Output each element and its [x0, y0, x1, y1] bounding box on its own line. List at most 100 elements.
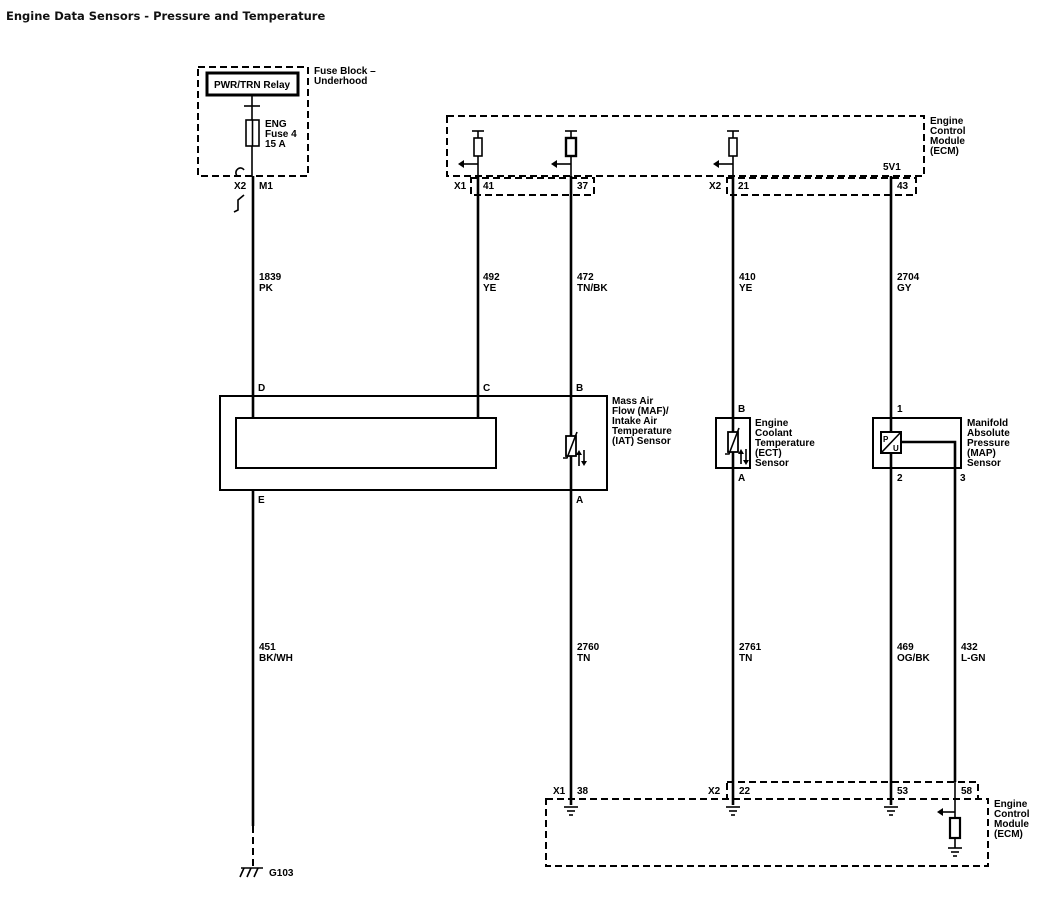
- wires: [251, 176, 957, 826]
- ground-icon: [884, 806, 898, 816]
- wire-number: 472: [577, 272, 594, 283]
- sensor-label: Manifold: [967, 418, 1008, 429]
- page-title: Engine Data Sensors - Pressure and Tempe…: [6, 9, 326, 23]
- relay-label: PWR/TRN Relay: [214, 80, 291, 91]
- maf-iat-sensor: D C B E A Mass Air Flow (MAF)/ Intake Ai…: [219, 383, 672, 506]
- pin-label: M1: [259, 181, 273, 192]
- pulldown-resistor-icon: [937, 782, 962, 857]
- pin-label: C: [483, 383, 490, 394]
- wire-color: YE: [483, 283, 497, 294]
- ground-label: G103: [269, 868, 294, 879]
- ground-icon: [726, 806, 740, 816]
- sensor-label: Mass Air: [612, 396, 653, 407]
- chassis-ground-icon: [239, 867, 263, 878]
- connector-label: X1: [553, 786, 566, 797]
- wire-number: 432: [961, 642, 978, 653]
- pin-label: D: [258, 383, 265, 394]
- connector-label: X2: [708, 786, 721, 797]
- sensor-label: Sensor: [967, 458, 1001, 469]
- pin-label: 58: [961, 786, 973, 797]
- ecm-label: Module: [994, 819, 1029, 830]
- fuse-block-underhood: Fuse Block – Underhood PWR/TRN Relay ENG…: [197, 66, 376, 213]
- wire-number: 2704: [897, 272, 920, 283]
- fuse-label: 15 A: [265, 139, 286, 150]
- connector-label: X1: [454, 181, 467, 192]
- fuse-label: Fuse 4: [265, 129, 297, 140]
- sensor-label: Sensor: [755, 458, 789, 469]
- ecm-label: Control: [930, 126, 966, 137]
- wire-color: PK: [259, 283, 274, 294]
- ect-sensor: B A Engine Coolant Temperature (ECT) Sen…: [715, 404, 815, 484]
- connector-label: X2: [709, 181, 722, 192]
- wire-color: GY: [897, 283, 912, 294]
- sensor-label: (MAP): [967, 448, 996, 459]
- pin-label: A: [576, 495, 583, 506]
- wire-number: 1839: [259, 272, 282, 283]
- ecm-label: Engine: [994, 799, 1028, 810]
- wire-number: 2761: [739, 642, 762, 653]
- fuse-block-label: Underhood: [314, 76, 367, 87]
- pin-label: 37: [577, 181, 589, 192]
- thermistor-icon: [725, 427, 749, 465]
- wire-color: TN: [739, 653, 752, 664]
- sensor-label: Coolant: [755, 428, 793, 439]
- chassis-ground: G103: [239, 826, 294, 879]
- wire-number: 410: [739, 272, 756, 283]
- ecm-label: Module: [930, 136, 965, 147]
- wire-color: TN/BK: [577, 283, 608, 294]
- connector-break-icon: [233, 167, 245, 213]
- sensor-label: (IAT) Sensor: [612, 436, 671, 447]
- pin-label: 41: [483, 181, 495, 192]
- fuse-label: ENG: [265, 119, 287, 130]
- sensor-label: Temperature: [755, 438, 815, 449]
- pin-label: A: [738, 473, 745, 484]
- symbol-u: U: [893, 444, 899, 453]
- ecm-label: Engine: [930, 116, 964, 127]
- fuse-block-label: Fuse Block –: [314, 66, 376, 77]
- wire-color: TN: [577, 653, 590, 664]
- map-sensor: P U 1 2 3 Manifold Absolute Pressure (MA…: [872, 404, 1010, 484]
- ecm-top: Engine Control Module (ECM) X1 41 37 X2 …: [446, 115, 966, 196]
- wire-number: 451: [259, 642, 276, 653]
- pin-label: 43: [897, 181, 909, 192]
- wire-labels: 1839 PK 492 YE 472 TN/BK 410 YE 2704 GY …: [259, 272, 985, 664]
- sensor-label: Temperature: [612, 426, 672, 437]
- pullup-resistor-icon: [551, 130, 578, 176]
- thermistor-icon: [563, 431, 587, 466]
- ecm-label: (ECM): [994, 829, 1023, 840]
- pin-label: B: [738, 404, 745, 415]
- wire-number: 2760: [577, 642, 600, 653]
- pin-label: 1: [897, 404, 903, 415]
- connector-label: X2: [234, 181, 247, 192]
- sensor-label: Engine: [755, 418, 789, 429]
- pin-label: 53: [897, 786, 909, 797]
- sensor-label: Pressure: [967, 438, 1010, 449]
- pin-label: 21: [738, 181, 750, 192]
- sensor-label: Flow (MAF)/: [612, 406, 669, 417]
- wire-color: YE: [739, 283, 753, 294]
- pin-label: 38: [577, 786, 589, 797]
- wire-color: BK/WH: [259, 653, 293, 664]
- pin-label: 2: [897, 473, 903, 484]
- ecm-label: (ECM): [930, 146, 959, 157]
- ecm-label: Control: [994, 809, 1030, 820]
- sensor-label: Intake Air: [612, 416, 657, 427]
- pullup-resistor-icon: [713, 130, 739, 176]
- pin-label: E: [258, 495, 265, 506]
- pin-label: B: [576, 383, 583, 394]
- symbol-p: P: [883, 435, 889, 444]
- sensor-label: (ECT): [755, 448, 782, 459]
- wire-color: OG/BK: [897, 653, 931, 664]
- ground-icon: [564, 806, 578, 816]
- ecm-bottom: Engine Control Module (ECM) X1 38 X2 22 …: [545, 781, 1030, 867]
- wire-color: L-GN: [961, 653, 985, 664]
- wire-number: 469: [897, 642, 914, 653]
- wire-number: 492: [483, 272, 500, 283]
- reference-label: 5V1: [883, 162, 901, 173]
- pullup-resistor-icon: [458, 130, 484, 176]
- pin-label: 22: [739, 786, 751, 797]
- pressure-transducer-icon: P U: [880, 431, 902, 454]
- pin-label: 3: [960, 473, 966, 484]
- sensor-label: Absolute: [967, 428, 1010, 439]
